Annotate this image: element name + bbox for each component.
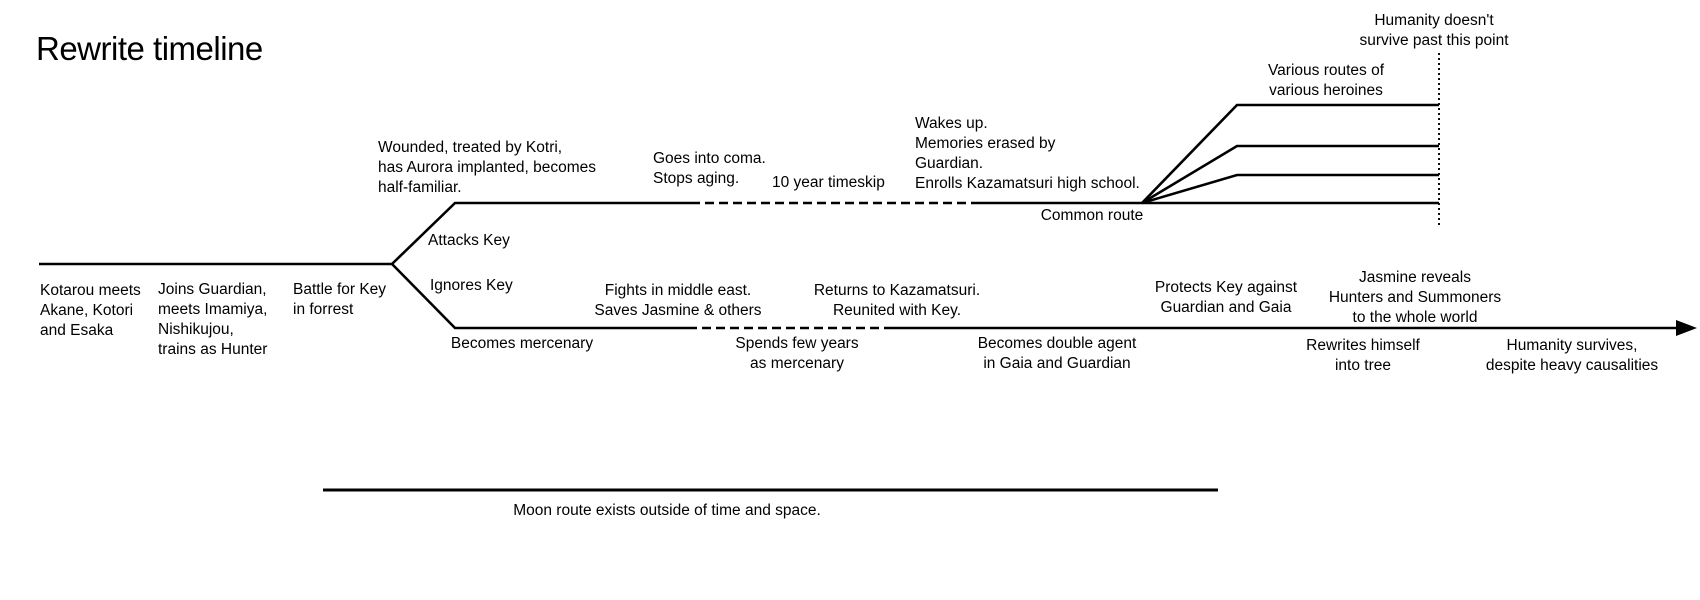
heroine-route-line-3	[1141, 173, 1439, 205]
label-wounded-kotri: Wounded, treated by Kotri, has Aurora im…	[378, 139, 596, 196]
label-kotarou-meets: Kotarou meets Akane, Kotori and Esaka	[40, 282, 141, 339]
label-protects-key: Protects Key against Guardian and Gaia	[1154, 279, 1298, 316]
timeline-arrowhead	[1676, 320, 1697, 336]
ignore-route-line	[391, 263, 688, 330]
attack-route-line	[391, 201, 691, 265]
diagram-title: Rewrite timeline	[36, 30, 263, 67]
label-rewrites-himself: Rewrites himself into tree	[1306, 337, 1420, 374]
label-spends-few-years: Spends few years as mercenary	[735, 335, 859, 372]
label-ignores-key: Ignores Key	[430, 277, 513, 294]
label-returns-kazamatsuri: Returns to Kazamatsuri. Reunited with Ke…	[813, 282, 981, 319]
label-wakes-up: Wakes up. Memories erased by Guardian. E…	[915, 115, 1140, 192]
label-fights-middle-east: Fights in middle east. Saves Jasmine & o…	[594, 282, 762, 319]
label-various-routes: Various routes of various heroines	[1267, 62, 1385, 99]
label-humanity-doesnt-survive: Humanity doesn't survive past this point	[1359, 12, 1509, 49]
heroine-route-line-2	[1141, 144, 1439, 205]
label-battle-for-key: Battle for Key in forrest	[293, 281, 387, 318]
label-goes-into-coma: Goes into coma. Stops aging.	[653, 150, 766, 187]
label-becomes-mercenary: Becomes mercenary	[450, 335, 594, 352]
label-humanity-survives: Humanity survives, despite heavy causali…	[1485, 337, 1659, 374]
label-jasmine-reveals: Jasmine reveals Hunters and Summoners to…	[1328, 269, 1502, 326]
label-moon-route: Moon route exists outside of time and sp…	[513, 502, 821, 519]
label-common-route: Common route	[1040, 207, 1144, 224]
label-10-year-timeskip: 10 year timeskip	[772, 174, 885, 191]
label-joins-guardian: Joins Guardian, meets Imamiya, Nishikujo…	[158, 281, 268, 358]
label-becomes-double-agent: Becomes double agent in Gaia and Guardia…	[977, 335, 1137, 372]
heroine-route-line-1	[1141, 103, 1439, 204]
label-attacks-key: Attacks Key	[428, 232, 510, 249]
